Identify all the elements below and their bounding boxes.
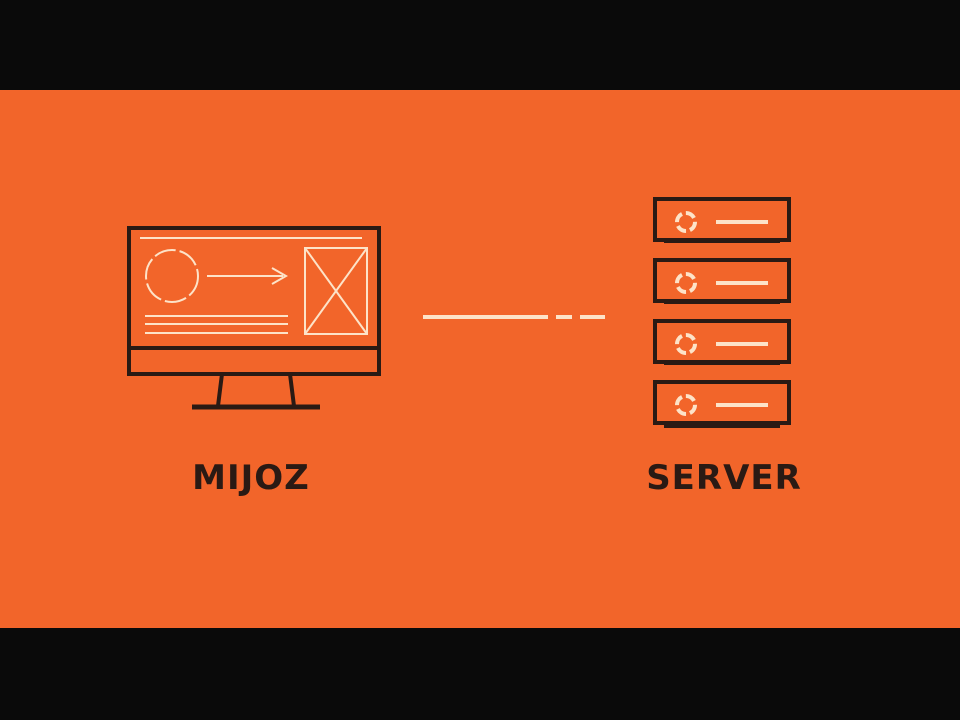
server-unit — [653, 258, 791, 304]
letterbox-top — [0, 0, 960, 90]
client-label: MIJOZ — [192, 458, 310, 498]
screen-wireframe — [140, 237, 368, 335]
diagram-panel: MIJOZ SERVER — [0, 90, 960, 628]
monitor-icon — [127, 226, 381, 410]
server-unit — [653, 380, 791, 428]
letterbox-bottom — [0, 628, 960, 720]
server-unit — [653, 319, 791, 365]
server-rack-icon — [653, 197, 791, 428]
server-label: SERVER — [646, 458, 802, 498]
server-unit — [653, 197, 791, 243]
diagram-canvas — [127, 197, 791, 428]
